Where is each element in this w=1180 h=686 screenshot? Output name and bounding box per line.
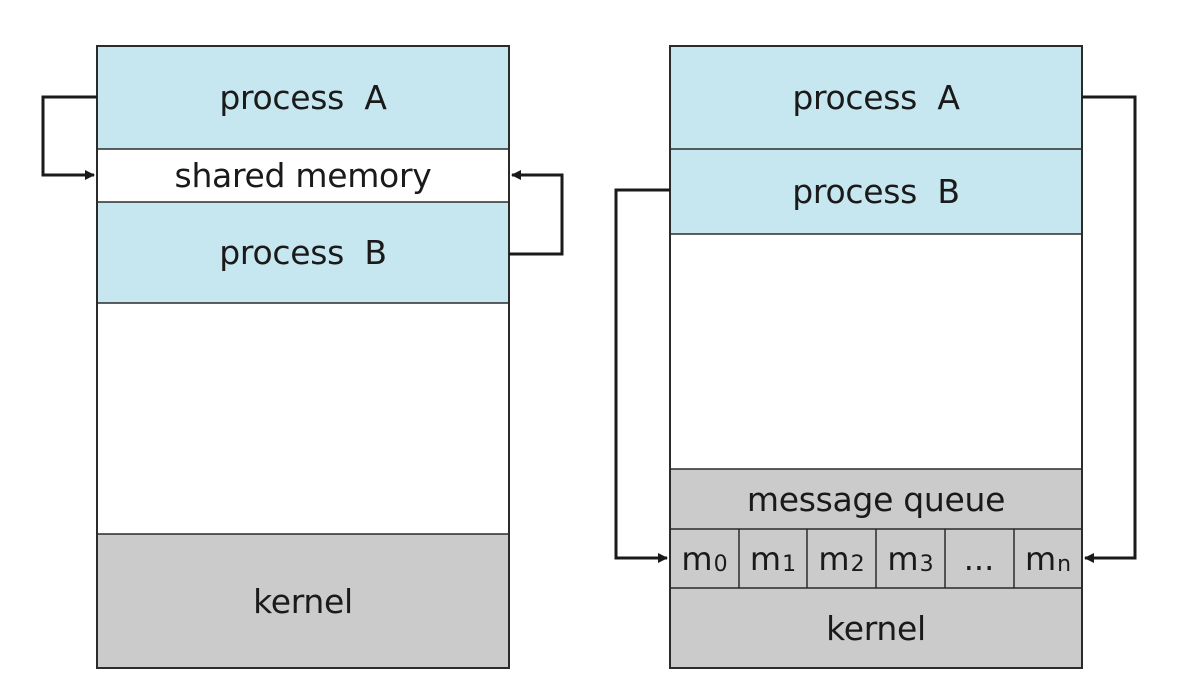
shared-memory-label: shared memory [174,156,432,195]
arrow-process-b-to-shared-memory [509,170,564,256]
process-b-region: process B [670,149,1082,234]
process-b-label: process B [219,233,387,272]
message-queue-label: message queue [746,479,1006,519]
queue-slot-subscript: 3 [919,552,934,577]
kernel-region: kernel [670,588,1082,668]
queue-slot-subscript: 2 [850,552,865,577]
process-b-region: process B [97,202,509,303]
shared-memory-region: shared memory [97,149,509,202]
arrow-process-a-to-message-queue [1082,95,1137,563]
process-a-label: process A [792,78,960,117]
kernel-region: kernel [97,534,509,668]
queue-slot-base: m [818,539,850,578]
process-a-region: process A [670,46,1082,149]
right-stack-outline [669,45,1083,669]
queue-slot-base: m [749,539,782,578]
process-a-label: process A [219,78,387,117]
queue-slot-subscript: 1 [782,552,797,577]
process-a-region: process A [97,46,509,149]
right-stack-dividers [670,148,1082,589]
message-queue-header: message queue [670,469,1082,529]
queue-slot-subscript: n [1057,552,1072,577]
free-memory-region [97,303,509,534]
kernel-label: kernel [826,608,926,648]
free-memory-region [670,234,1082,469]
left-stack-dividers [97,148,509,535]
queue-slot-ellipsis: ... [945,529,1014,588]
kernel-label: kernel [253,581,353,621]
queue-slot-base: m [1024,539,1057,578]
left-stack-outline [96,45,510,669]
queue-slot-subscript: 0 [713,552,728,577]
queue-slot-base: ... [963,539,995,578]
process-b-label: process B [792,172,960,211]
arrow-process-b-to-message-queue [614,188,670,563]
arrow-process-a-to-shared-memory [41,95,97,180]
queue-slot-base: m [887,539,919,578]
queue-slot-base: m [681,539,713,578]
